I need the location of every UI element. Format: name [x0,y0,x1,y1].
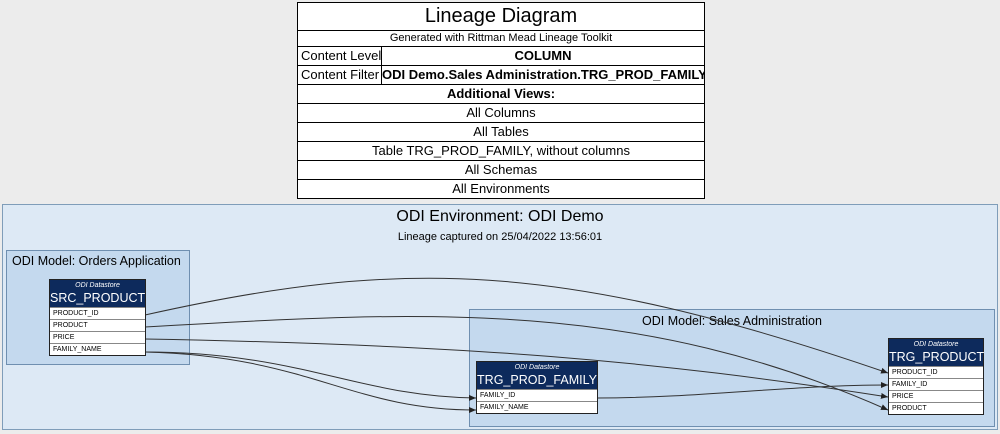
edge-family-name-to-family-name [144,351,477,413]
content-filter-value: ODI Demo.Sales Administration.TRG_PROD_F… [382,67,704,82]
content-filter-row: Content Filter ODI Demo.Sales Administra… [298,65,704,84]
view-link-all-schemas[interactable]: All Schemas [298,160,704,179]
environment-title: ODI Environment: ODI Demo [396,208,604,225]
diagram-subtitle: Generated with Rittman Mead Lineage Tool… [298,30,704,46]
datastore-src-product[interactable]: ODI Datastore SRC_PRODUCT PRODUCT_ID PRO… [49,279,146,356]
content-level-value: COLUMN [514,48,572,63]
datastore-header: ODI Datastore SRC_PRODUCT [50,280,145,307]
view-link-all-environments[interactable]: All Environments [298,179,704,198]
datastore-name: SRC_PRODUCT [50,291,146,305]
edge-family-id-to-family-id [596,382,889,399]
column-family-name[interactable]: FAMILY_NAME [50,343,145,355]
edge-family-name-to-family-id [144,351,477,401]
edge-price-to-price [144,338,889,399]
datastore-type: ODI Datastore [75,282,120,289]
column-product-id[interactable]: PRODUCT_ID [50,307,145,319]
datastore-name: TRG_PROD_FAMILY [477,373,597,387]
column-family-id[interactable]: FAMILY_ID [477,389,597,401]
datastore-trg-product[interactable]: ODI Datastore TRG_PRODUCT PRODUCT_ID FAM… [888,338,984,415]
datastore-header: ODI Datastore TRG_PRODUCT [889,339,985,366]
datastore-header: ODI Datastore TRG_PROD_FAMILY [477,362,597,389]
datastore-name: TRG_PRODUCT [889,350,985,364]
diagram-title: Lineage Diagram [424,5,578,27]
edge-product-id-to-product-id [144,277,889,374]
datastore-type: ODI Datastore [514,364,560,371]
content-level-label: Content Level [298,47,382,65]
lineage-header-table: Lineage Diagram Generated with Rittman M… [297,2,705,199]
datastore-type: ODI Datastore [913,341,959,348]
column-family-id[interactable]: FAMILY_ID [889,378,983,390]
column-product[interactable]: PRODUCT [50,319,145,331]
edge-product-to-product [144,316,889,411]
content-level-row: Content Level COLUMN [298,46,704,65]
column-product-id[interactable]: PRODUCT_ID [889,366,983,378]
view-link-all-tables[interactable]: All Tables [298,122,704,141]
environment-captured: Lineage captured on 25/04/2022 13:56:01 [397,231,603,243]
column-price[interactable]: PRICE [50,331,145,343]
column-family-name[interactable]: FAMILY_NAME [477,401,597,413]
column-product[interactable]: PRODUCT [889,402,983,414]
column-price[interactable]: PRICE [889,390,983,402]
model-title: ODI Model: Orders Application [12,254,181,268]
datastore-trg-prod-family[interactable]: ODI Datastore TRG_PROD_FAMILY FAMILY_ID … [476,361,598,414]
model-title: ODI Model: Sales Administration [642,314,822,328]
content-filter-label: Content Filter [298,66,382,84]
additional-views-label: Additional Views: [298,84,704,103]
view-link-all-columns[interactable]: All Columns [298,103,704,122]
view-link-table-without-columns[interactable]: Table TRG_PROD_FAMILY, without columns [298,141,704,160]
